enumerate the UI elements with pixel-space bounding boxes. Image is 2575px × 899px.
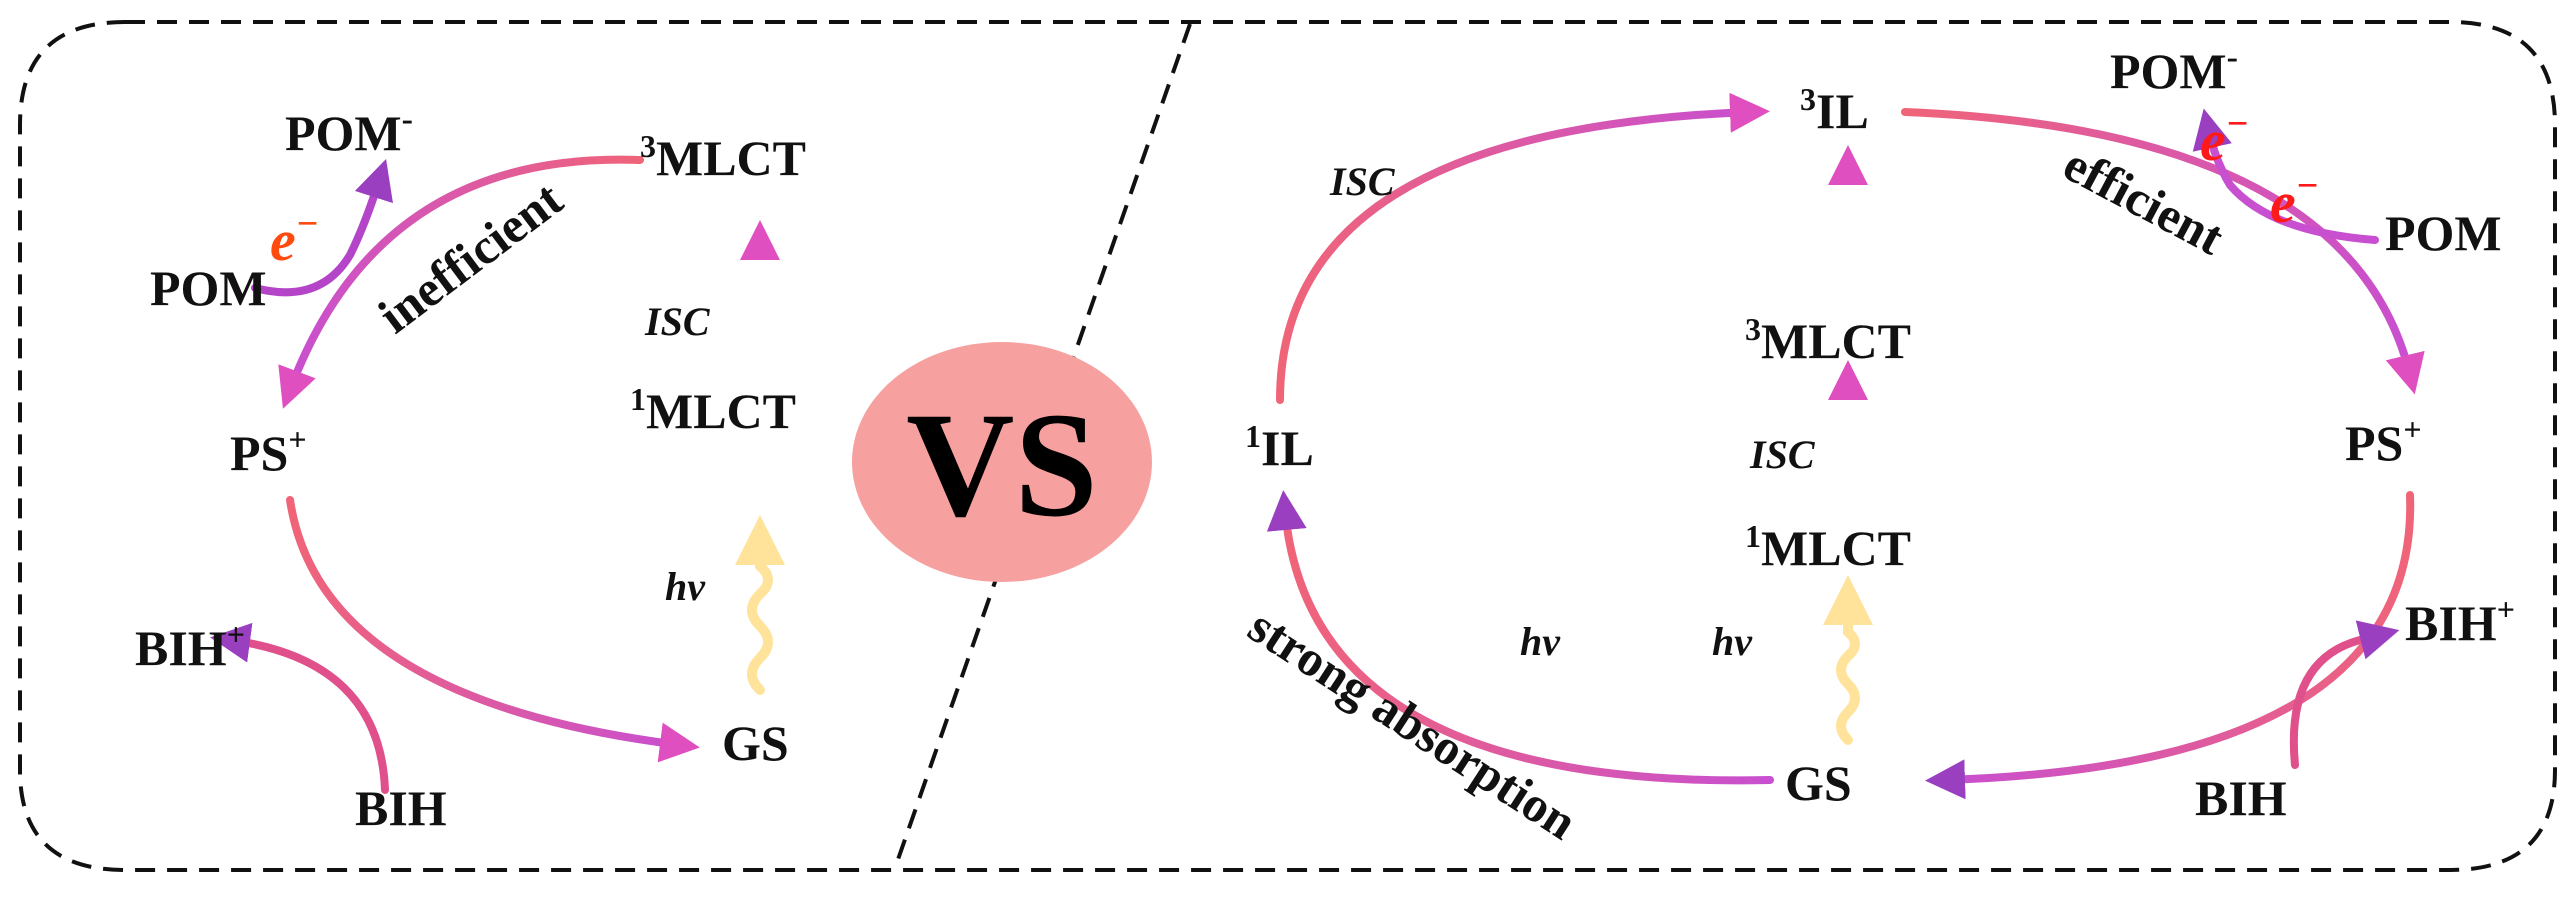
arrow-3il-to-ps [1901, 108, 2425, 395]
left-isc-label: ISC [644, 299, 711, 344]
vs-label: VS [906, 382, 1098, 548]
left-bih-label: BIH [355, 780, 447, 836]
arrow-gs-to-1il [1266, 490, 1774, 785]
right-panel: 3IL 1IL ISC 3MLCT 1MLCT ISC POM- POM e− … [1239, 39, 2515, 850]
right-pom-minus-label: POM- [2110, 39, 2238, 99]
right-gs-label: GS [1785, 755, 1852, 811]
left-1mlct-label: 1MLCT [630, 381, 796, 439]
right-hv-left-label: hv [1520, 619, 1561, 664]
left-hv-label: hv [665, 564, 706, 609]
vs-badge: VS [852, 342, 1152, 582]
right-ps-plus-label: PS+ [2345, 411, 2422, 471]
right-isc-mid-label: ISC [1749, 432, 1816, 477]
right-1mlct-label: 1MLCT [1745, 518, 1911, 576]
arrow-ps-to-gs [286, 496, 700, 763]
arrow-ps-to-gs-right [1925, 491, 2415, 800]
right-3mlct-label: 3MLCT [1745, 311, 1911, 369]
arrow-bih-to-bihplus [210, 622, 389, 794]
arrow-1il-to-3il [1276, 92, 1770, 404]
hv-wave-left [735, 515, 785, 695]
right-pom-label: POM [2385, 205, 2502, 261]
left-bih-plus-label: BIH+ [135, 616, 245, 676]
arrow-bih-to-bihplus-right [2289, 620, 2400, 769]
right-bih-plus-label: BIH+ [2405, 591, 2515, 651]
right-electron-label-1: e− [2200, 103, 2249, 173]
left-3mlct-label: 3MLCT [640, 128, 806, 186]
left-panel: 3MLCT 1MLCT POM- POM e− inefficient PS+ … [135, 101, 806, 836]
left-inefficient-label: inefficient [368, 170, 573, 344]
divider-line [893, 23, 1192, 869]
hv-wave-right [1823, 575, 1873, 745]
right-3il-label: 3IL [1800, 81, 1869, 139]
right-electron-label-2: e− [2270, 165, 2319, 235]
left-pom-minus-label: POM- [285, 101, 413, 161]
left-pom-label: POM [150, 260, 267, 316]
arrow-pom-to-pom-minus [2192, 108, 2379, 244]
right-1il-label: 1IL [1245, 418, 1314, 476]
arrow-pom-electron [251, 158, 393, 297]
vs-ellipse [852, 342, 1152, 582]
arrow-3mlct-to-ps [278, 155, 644, 409]
left-gs-label: GS [722, 715, 789, 771]
right-hv-right-label: hv [1712, 619, 1753, 664]
right-isc-top-label: ISC [1329, 159, 1396, 204]
left-ps-plus-label: PS+ [230, 421, 307, 481]
right-bih-label: BIH [2195, 770, 2287, 826]
left-electron-label: e− [270, 203, 319, 273]
frame-border [18, 20, 2557, 872]
